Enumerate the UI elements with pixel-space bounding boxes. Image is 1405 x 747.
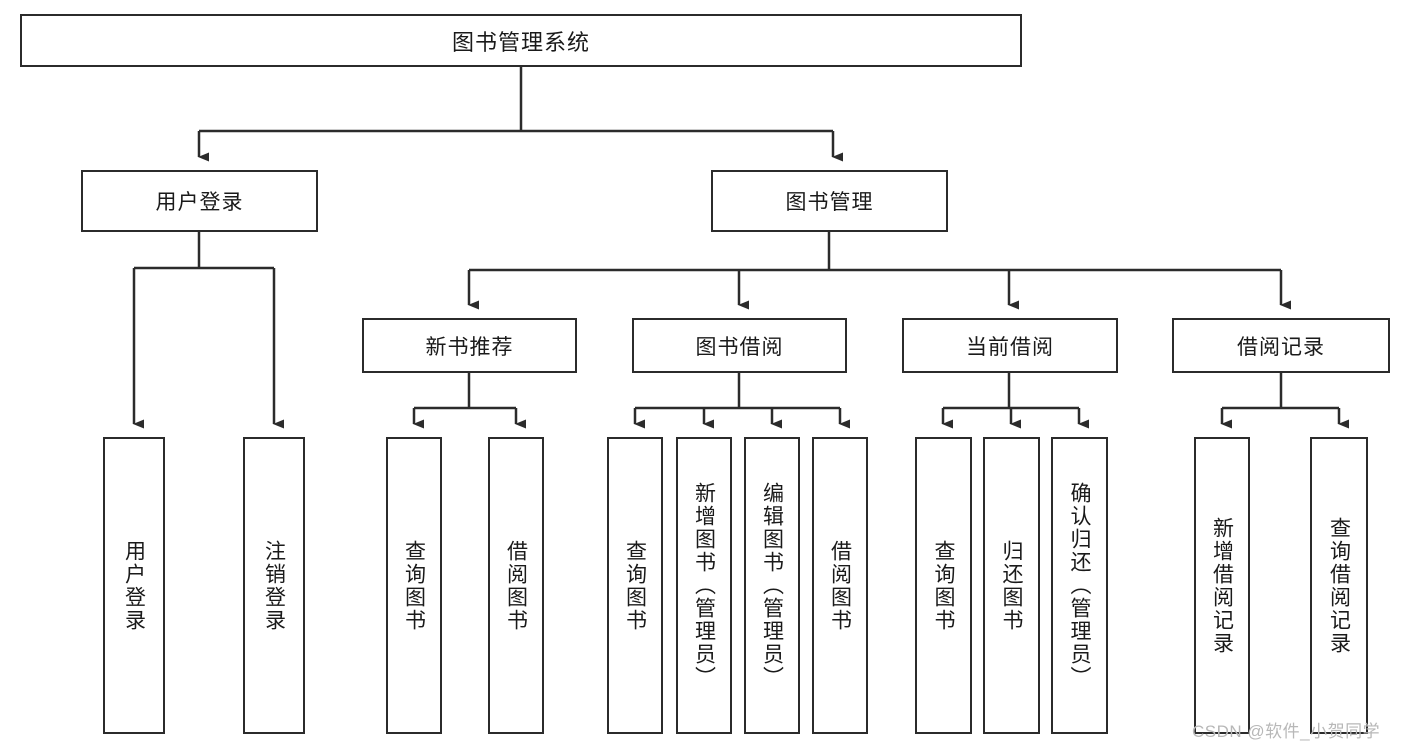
leaf-borrow-book[interactable]: 借阅图书	[812, 437, 868, 734]
leaf-query-record-label: 查询借阅记录	[1327, 516, 1351, 655]
node-new-book-rec[interactable]: 新书推荐	[362, 318, 577, 373]
node-user-login[interactable]: 用户登录	[81, 170, 318, 232]
leaf-confirm-return[interactable]: 确认归还（管理员）	[1051, 437, 1108, 734]
leaf-return-book-label: 归还图书	[1000, 539, 1023, 632]
leaf-query-book-borrow-label: 查询图书	[623, 539, 647, 632]
leaf-query-book-rec[interactable]: 查询图书	[386, 437, 442, 734]
leaf-add-book[interactable]: 新增图书（管理员）	[676, 437, 732, 734]
node-root-label: 图书管理系统	[451, 29, 590, 55]
leaf-add-record[interactable]: 新增借阅记录	[1194, 437, 1250, 734]
node-current-borrow[interactable]: 当前借阅	[902, 318, 1118, 373]
leaf-user-login[interactable]: 用户登录	[103, 437, 165, 734]
node-book-borrow-label: 图书借阅	[695, 335, 784, 359]
leaf-query-book-borrow[interactable]: 查询图书	[607, 437, 663, 734]
leaf-return-book[interactable]: 归还图书	[983, 437, 1040, 734]
leaf-confirm-return-label: 确认归还（管理员）	[1068, 482, 1091, 689]
csdn-watermark: CSDN @软件_小贺同学	[1192, 722, 1381, 741]
leaf-add-book-label: 新增图书（管理员）	[692, 482, 716, 689]
leaf-add-record-label: 新增借阅记录	[1210, 516, 1234, 655]
node-borrow-record-label: 借阅记录	[1237, 335, 1325, 359]
leaf-query-book-rec-label: 查询图书	[402, 539, 426, 632]
leaf-query-book-cur-label: 查询图书	[932, 539, 955, 632]
leaf-borrow-book-rec[interactable]: 借阅图书	[488, 437, 544, 734]
leaf-borrow-book-label: 借阅图书	[828, 539, 852, 632]
node-user-login-label: 用户登录	[155, 191, 244, 214]
leaf-edit-book[interactable]: 编辑图书（管理员）	[744, 437, 800, 734]
leaf-user-login-label: 用户登录	[122, 539, 146, 632]
node-borrow-record[interactable]: 借阅记录	[1172, 318, 1390, 373]
node-current-borrow-label: 当前借阅	[966, 335, 1054, 359]
node-new-book-rec-label: 新书推荐	[425, 335, 514, 359]
leaf-query-record[interactable]: 查询借阅记录	[1310, 437, 1368, 734]
leaf-query-book-cur[interactable]: 查询图书	[915, 437, 972, 734]
node-book-manage-label: 图书管理	[785, 191, 874, 214]
leaf-user-logout-label: 注销登录	[262, 539, 286, 632]
node-book-borrow[interactable]: 图书借阅	[632, 318, 847, 373]
leaf-user-logout[interactable]: 注销登录	[243, 437, 305, 734]
leaf-edit-book-label: 编辑图书（管理员）	[760, 482, 784, 689]
node-book-manage[interactable]: 图书管理	[711, 170, 948, 232]
leaf-borrow-book-rec-label: 借阅图书	[504, 539, 528, 632]
node-root[interactable]: 图书管理系统	[20, 14, 1022, 67]
